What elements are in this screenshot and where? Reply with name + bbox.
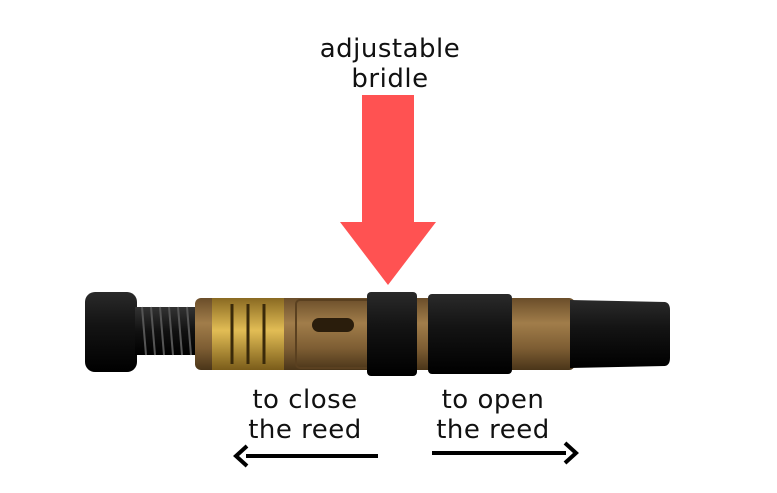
adjustable-bridle-band [367, 292, 417, 376]
binding-band [428, 294, 512, 374]
right-arrow-icon [432, 441, 579, 465]
reed-tip [570, 300, 670, 368]
bagpipe-reed [85, 292, 670, 376]
close-label-line-2: the reed [248, 415, 362, 445]
threaded-screw [135, 306, 197, 356]
down-arrow-icon [340, 95, 436, 285]
bridle-label-line-1: adjustable [319, 34, 461, 64]
close-reed-label: to close the reed [230, 385, 380, 445]
end-cap [85, 292, 137, 372]
left-arrow-icon [233, 444, 378, 468]
bridle-label-line-2: bridle [351, 64, 429, 94]
close-label-line-1: to close [252, 385, 358, 415]
open-reed-label: to open the reed [418, 385, 568, 445]
adjustable-bridle-label: adjustable bridle [300, 34, 480, 94]
open-label-line-2: the reed [436, 415, 550, 445]
open-label-line-1: to open [441, 385, 545, 415]
